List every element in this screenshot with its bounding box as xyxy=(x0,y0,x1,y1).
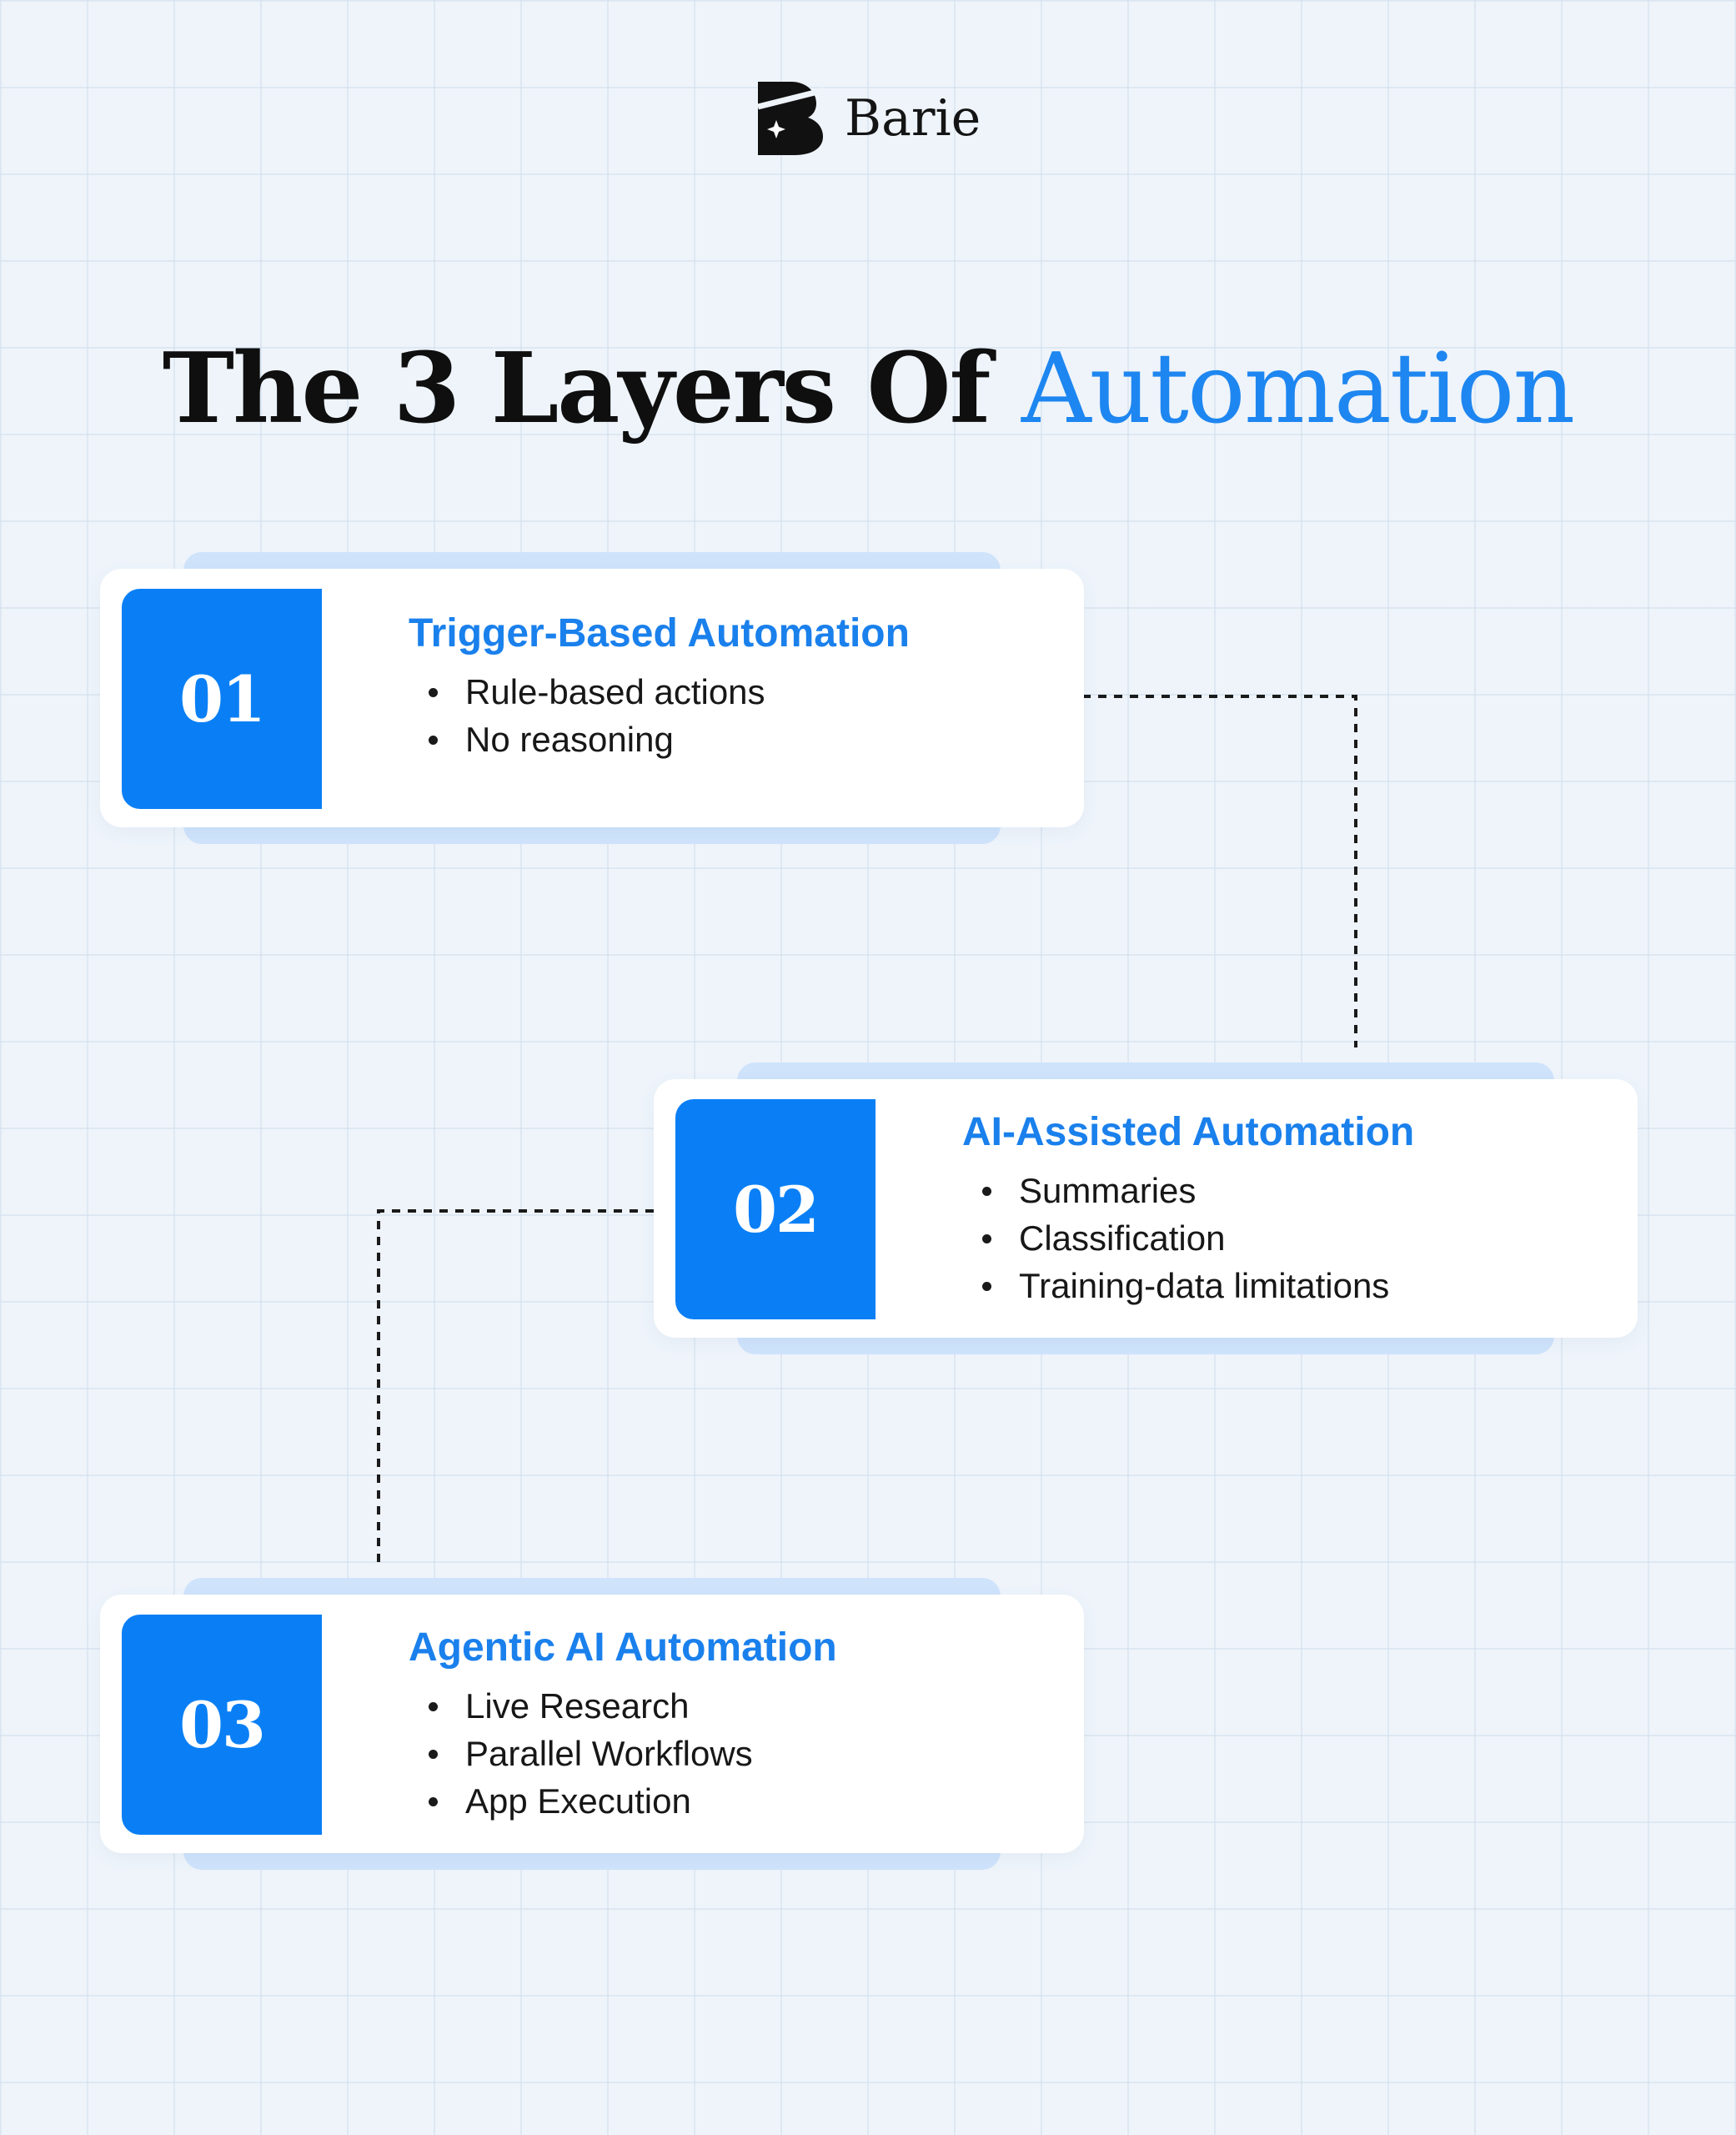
layer-card-02: 02 AI-Assisted Automation Summaries Clas… xyxy=(654,1062,1638,1354)
card-body: 02 AI-Assisted Automation Summaries Clas… xyxy=(654,1079,1638,1338)
connector-02-03 xyxy=(377,1209,654,1565)
bullet-list: Summaries Classification Training-data l… xyxy=(962,1167,1604,1309)
page-title: The 3 Layers Of Automation xyxy=(0,340,1736,438)
bullet-item: Summaries xyxy=(962,1167,1604,1214)
title-main: The 3 Layers Of xyxy=(162,331,991,445)
bullet-list: Live Research Parallel Workflows App Exe… xyxy=(409,1682,1051,1825)
bullet-dot-icon xyxy=(429,1797,438,1807)
bullet-dot-icon xyxy=(429,1702,438,1712)
bullet-item: App Execution xyxy=(409,1777,1051,1825)
bullet-dot-icon xyxy=(429,736,438,746)
title-accent: Automation xyxy=(1021,332,1575,445)
bullet-item: Live Research xyxy=(409,1682,1051,1730)
bullet-dot-icon xyxy=(982,1234,991,1244)
layer-card-03: 03 Agentic AI Automation Live Research P… xyxy=(100,1578,1084,1870)
layer-card-01: 01 Trigger-Based Automation Rule-based a… xyxy=(100,552,1084,844)
bullet-item: No reasoning xyxy=(409,716,1051,763)
bullet-dot-icon xyxy=(982,1282,991,1292)
bullet-item: Training-data limitations xyxy=(962,1262,1604,1309)
bullet-dot-icon xyxy=(429,688,438,698)
bullet-dot-icon xyxy=(429,1750,438,1760)
layer-number: 01 xyxy=(122,589,322,809)
layer-content: Trigger-Based Automation Rule-based acti… xyxy=(409,610,1051,763)
brand-logo: Barie xyxy=(755,77,981,160)
barie-logo-icon xyxy=(757,82,825,155)
layer-number: 02 xyxy=(675,1099,876,1319)
layer-heading: Trigger-Based Automation xyxy=(409,611,910,656)
layer-heading: Agentic AI Automation xyxy=(409,1625,837,1670)
card-body: 01 Trigger-Based Automation Rule-based a… xyxy=(100,569,1084,827)
layer-number: 03 xyxy=(122,1615,322,1835)
bullet-item: Rule-based actions xyxy=(409,668,1051,716)
card-body: 03 Agentic AI Automation Live Research P… xyxy=(100,1595,1084,1853)
connector-01-02 xyxy=(1082,695,1357,1047)
layer-content: Agentic AI Automation Live Research Para… xyxy=(409,1625,1051,1825)
layer-content: AI-Assisted Automation Summaries Classif… xyxy=(962,1109,1604,1309)
bullet-item: Classification xyxy=(962,1214,1604,1262)
brand-name: Barie xyxy=(845,89,981,148)
bullet-item: Parallel Workflows xyxy=(409,1730,1051,1777)
bullet-list: Rule-based actions No reasoning xyxy=(409,668,1051,763)
bullet-dot-icon xyxy=(982,1187,991,1197)
layer-heading: AI-Assisted Automation xyxy=(962,1110,1415,1154)
